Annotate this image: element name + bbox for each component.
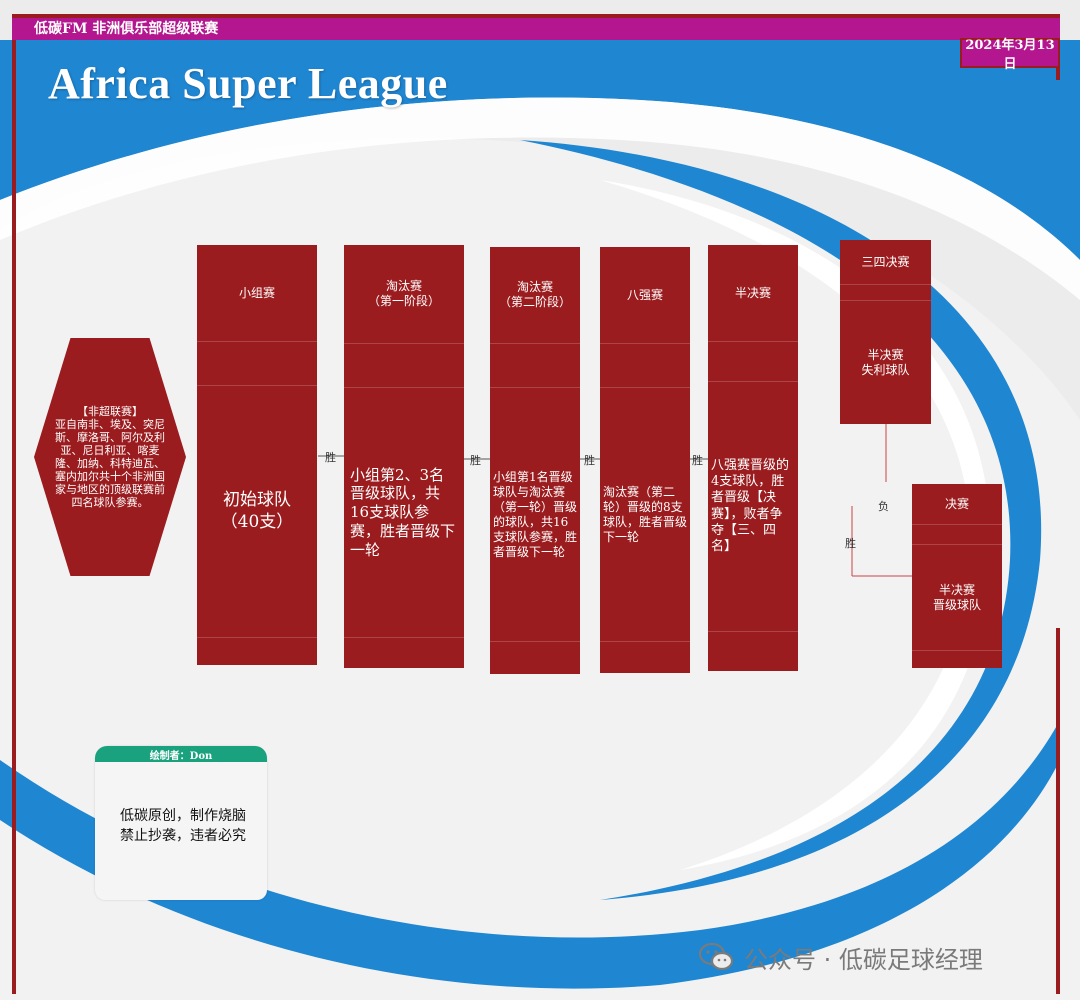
- divider: [840, 284, 931, 300]
- stage-body: 半决赛 晋级球队: [912, 544, 1002, 650]
- stage-body: 小组第1名晋级球队与淘汰赛（第一轮）晋级的球队，共16支球队参赛，胜者晋级下一轮: [490, 387, 580, 641]
- divider: [197, 341, 317, 385]
- divider: [490, 343, 580, 387]
- divider: [708, 341, 798, 381]
- stage-final: 决赛 半决赛 晋级球队: [912, 484, 1002, 668]
- stage-knockout-1: 淘汰赛 （第一阶段） 小组第2、3名晋级球队，共16支球队参赛，胜者晋级下一轮: [344, 245, 464, 668]
- divider: [912, 524, 1002, 544]
- stage-quarterfinal: 八强赛 淘汰赛（第二轮）晋级的8支球队，胜者晋级下一轮: [600, 247, 690, 673]
- stage-body: 小组第2、3名晋级球队，共16支球队参赛，胜者晋级下一轮: [344, 387, 464, 637]
- win-label: 胜: [845, 537, 856, 550]
- lose-label: 负: [878, 500, 889, 513]
- stage-head: 淘汰赛 （第一阶段）: [367, 279, 440, 308]
- stage-head: 淘汰赛 （第二阶段）: [498, 280, 571, 309]
- stage-head: 八强赛: [626, 287, 663, 302]
- wechat-icon: [698, 942, 734, 971]
- stage-body: 淘汰赛（第二轮）晋级的8支球队，胜者晋级下一轮: [600, 387, 690, 641]
- stage-semifinal: 半决赛 八强赛晋级的4支球队，胜者晋级【决赛】，败者争夺【三、四名】: [708, 245, 798, 671]
- divider: [490, 641, 580, 674]
- divider: [344, 343, 464, 387]
- stage-body: 初始球队 （40支）: [197, 385, 317, 637]
- win-label: 胜: [470, 454, 481, 467]
- stage-head: 半决赛: [734, 285, 771, 300]
- stage-head: 决赛: [944, 496, 969, 511]
- win-label: 胜: [584, 454, 595, 467]
- page-title: Africa Super League: [48, 59, 448, 108]
- wechat-account-label: 公众号 · 低碳足球经理: [744, 945, 983, 974]
- stage-body: 八强赛晋级的4支球队，胜者晋级【决赛】，败者争夺【三、四名】: [708, 381, 798, 631]
- stage-third-place: 三四决赛 半决赛 失利球队: [840, 240, 931, 424]
- stage-body: 半决赛 失利球队: [840, 300, 931, 424]
- wechat-footer: 公众号 · 低碳足球经理: [698, 940, 983, 974]
- credit-card: [95, 746, 267, 900]
- stage-group: 小组赛 初始球队 （40支）: [197, 245, 317, 665]
- credit-head: 绘制者：Don: [95, 746, 267, 762]
- intro-text: 【非超联赛】 亚自南非、埃及、突尼斯、摩洛哥、阿尔及利亚、尼日利亚、喀麦隆、加纳…: [55, 405, 165, 509]
- divider: [197, 637, 317, 665]
- divider: [708, 631, 798, 671]
- date-badge: 2024年3月13日: [960, 38, 1060, 72]
- divider: [600, 641, 690, 673]
- intro-hexagon: 【非超联赛】 亚自南非、埃及、突尼斯、摩洛哥、阿尔及利亚、尼日利亚、喀麦隆、加纳…: [34, 338, 186, 576]
- win-label: 胜: [325, 451, 336, 464]
- credit-text: 低碳原创，制作烧脑 禁止抄袭，违者必究: [120, 808, 246, 844]
- stage-head: 小组赛: [238, 285, 275, 300]
- divider: [912, 650, 1002, 668]
- divider: [600, 343, 690, 387]
- divider: [344, 637, 464, 668]
- stage-knockout-2: 淘汰赛 （第二阶段） 小组第1名晋级球队与淘汰赛（第一轮）晋级的球队，共16支球…: [490, 247, 580, 674]
- win-label: 胜: [692, 454, 703, 467]
- stage-head: 三四决赛: [861, 254, 910, 269]
- header-subtitle: 低碳FM 非洲俱乐部超级联赛: [12, 18, 1060, 40]
